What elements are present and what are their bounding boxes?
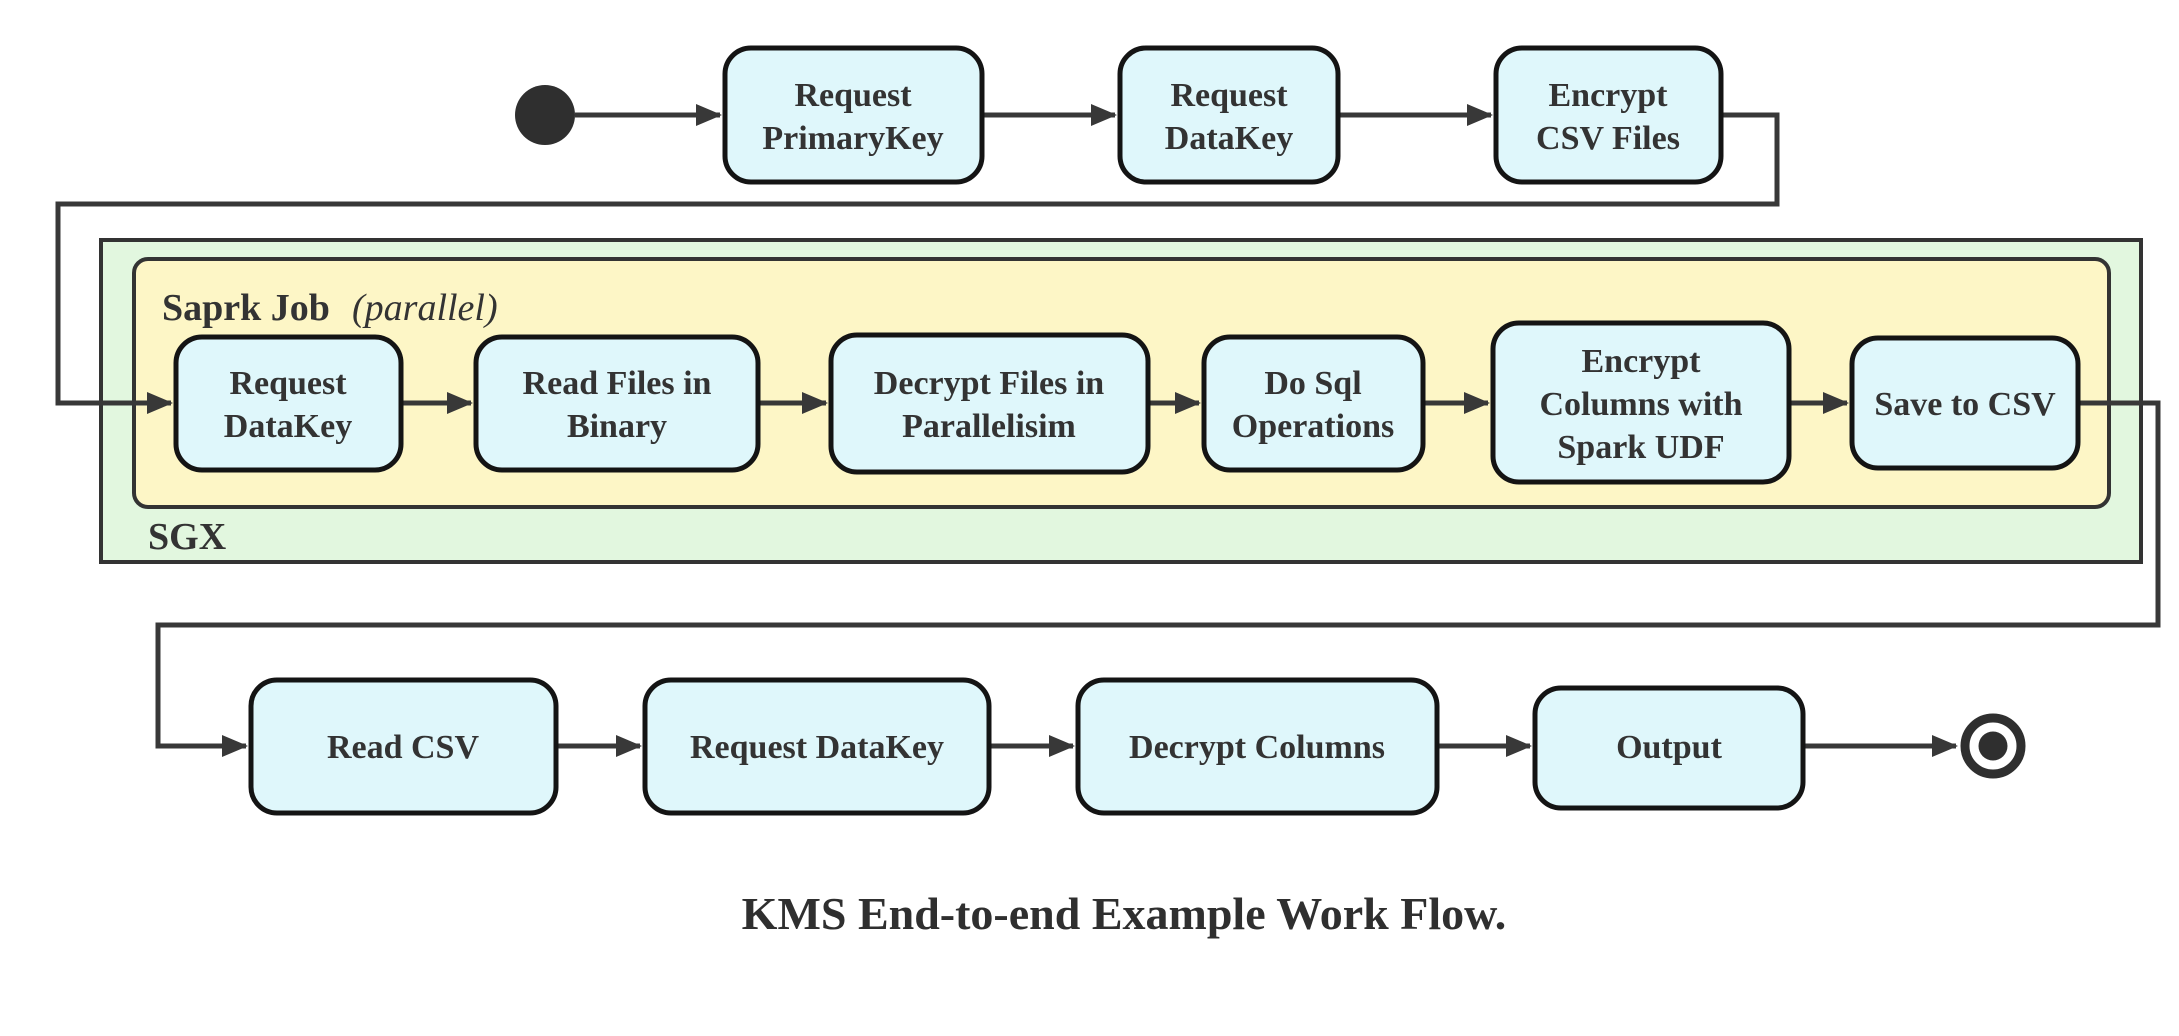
node-label-line: Read Files in: [523, 365, 712, 402]
node-label-line: Encrypt: [1582, 343, 1702, 380]
node-label-line: PrimaryKey: [762, 120, 943, 157]
node-box: [642, 677, 992, 816]
node-sgx-request-datakey: Request DataKey: [173, 334, 404, 473]
edge-save-csv-to-read-csv: [155, 400, 2161, 757]
node-box: [1201, 334, 1426, 473]
node-label-line: Spark UDF: [1557, 429, 1724, 466]
node-box: [248, 677, 559, 816]
node-box: [1117, 45, 1341, 185]
end-node: [1960, 713, 2026, 779]
node-label-line: Output: [1616, 729, 1722, 766]
node-label-line: DataKey: [224, 408, 352, 445]
node-box: [722, 45, 985, 185]
node-label-line: Decrypt Columns: [1129, 729, 1385, 766]
node-output: Output: [1532, 685, 1806, 811]
node-do-sql-operations: Do Sql Operations: [1201, 334, 1426, 473]
node-decrypt-files-in-parallelisim: Decrypt Files in Parallelisim: [828, 332, 1151, 475]
node-label-line: Binary: [567, 408, 667, 445]
node-request-primarykey: Request PrimaryKey: [722, 45, 985, 185]
node-box: [173, 334, 404, 473]
node-box: [1493, 45, 1724, 185]
diagram-title: KMS End-to-end Example Work Flow.: [742, 888, 1507, 939]
node-label-line: Save to CSV: [1874, 386, 2056, 423]
end-node-dot: [1978, 731, 2008, 761]
node-label-line: DataKey: [1165, 120, 1293, 157]
spark-job-label: Saprk Job: [162, 287, 330, 329]
node-label-line: Parallelisim: [902, 408, 1076, 445]
node-label-line: Operations: [1232, 408, 1394, 445]
node-box: [1490, 320, 1792, 485]
spark-job-parallel-label: (parallel): [352, 287, 498, 329]
node-read-files-in-binary: Read Files in Binary: [473, 334, 761, 473]
start-node: [515, 85, 575, 145]
node-read-csv: Read CSV: [248, 677, 559, 816]
node-label-line: Decrypt Files in: [874, 365, 1104, 402]
node-request-datakey-bottom: Request DataKey: [642, 677, 992, 816]
node-label-line: Read CSV: [327, 729, 480, 766]
sgx-label: SGX: [148, 516, 226, 558]
node-box: [473, 334, 761, 473]
node-label-line: Encrypt: [1549, 77, 1669, 114]
node-box: [1532, 685, 1806, 811]
edge-encrypt-csv-to-sgx-request-datakey: [55, 112, 1780, 414]
node-label-line: Columns with: [1539, 386, 1742, 423]
node-box: [1075, 677, 1440, 816]
node-box: [828, 332, 1151, 475]
node-request-datakey-top: Request DataKey: [1117, 45, 1341, 185]
node-encrypt-columns-with-spark-udf: Encrypt Columns with Spark UDF: [1490, 320, 1792, 485]
node-label-line: Do Sql: [1264, 365, 1361, 402]
node-decrypt-columns: Decrypt Columns: [1075, 677, 1440, 816]
node-box: [1849, 335, 2081, 471]
node-save-to-csv: Save to CSV: [1849, 335, 2081, 471]
node-label-line: Request: [229, 365, 347, 402]
node-label-line: CSV Files: [1536, 120, 1680, 157]
node-label-line: Request: [794, 77, 912, 114]
node-label-line: Request: [1170, 77, 1288, 114]
node-encrypt-csv-files: Encrypt CSV Files: [1493, 45, 1724, 185]
node-label-line: Request DataKey: [690, 729, 944, 766]
